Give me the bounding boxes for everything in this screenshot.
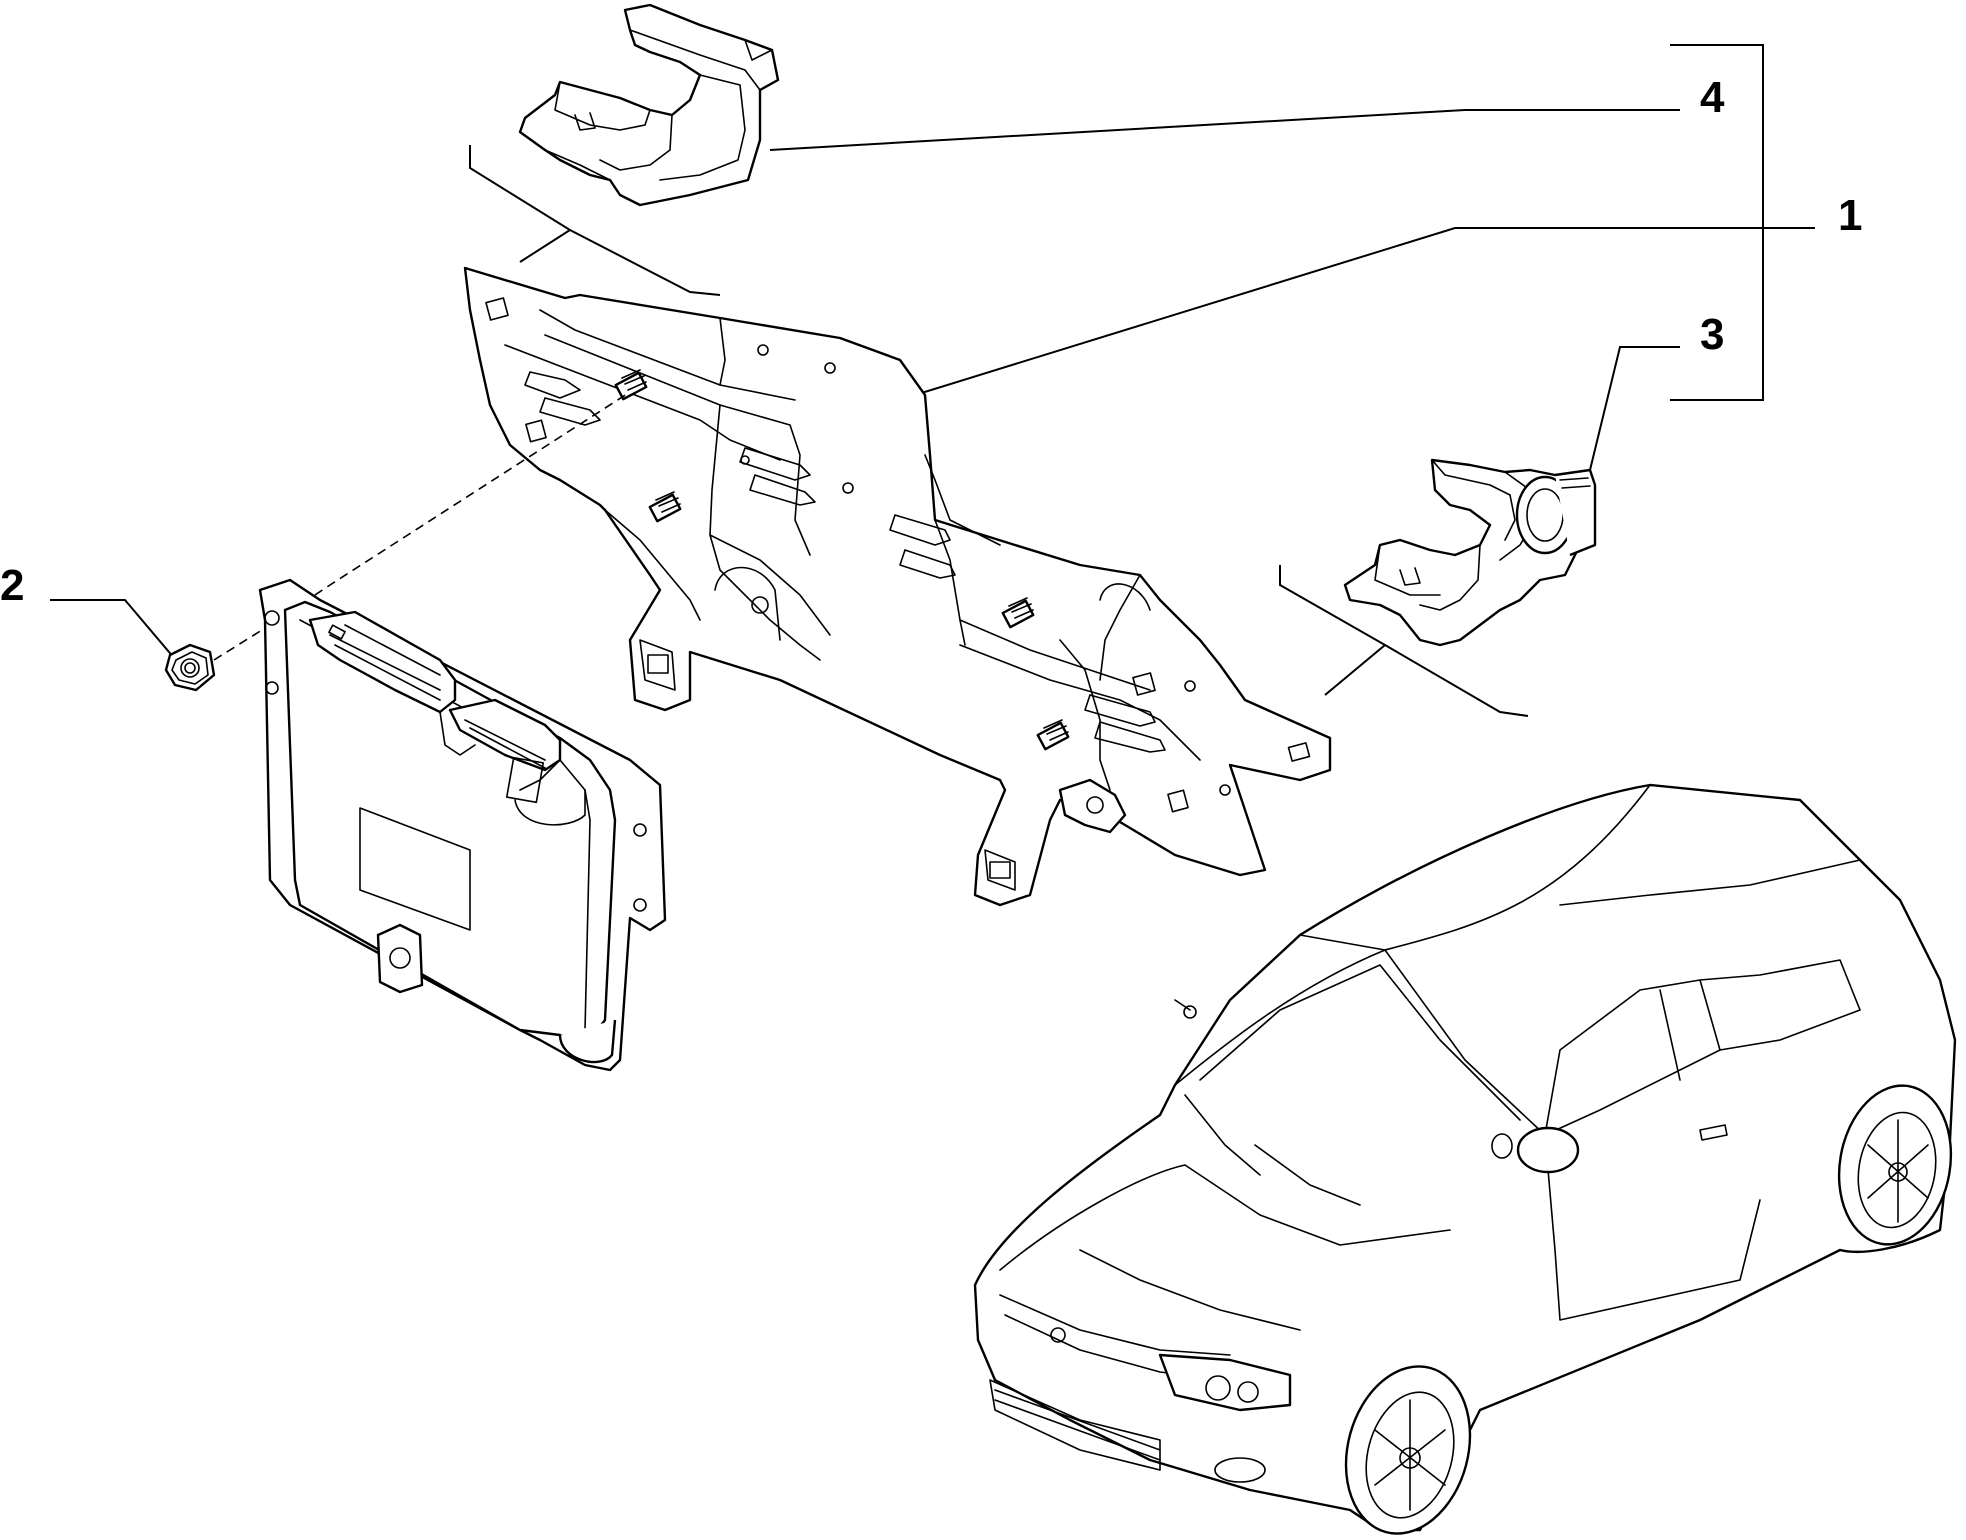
assembly-direction-marker-right-2 (1384, 644, 1529, 717)
leader-4 (769, 109, 1680, 151)
stud (1001, 597, 1035, 629)
leader-2 (50, 599, 181, 666)
leader-3 (1589, 346, 1680, 471)
stud (614, 369, 648, 401)
stud (1036, 719, 1070, 751)
assembly-axis (213, 391, 631, 661)
callout-numbers: 4 1 3 2 (0, 73, 1862, 610)
assembly-direction-marker-top-2 (569, 229, 721, 296)
bracket-drawing (463, 266, 1332, 907)
clip-drawing (518, 3, 780, 207)
nut-drawing (164, 643, 216, 692)
callout-label-2: 2 (0, 561, 24, 610)
clip-drawing (1343, 458, 1597, 647)
car-drawing (973, 783, 1957, 1535)
callout-label-3: 3 (1700, 310, 1724, 359)
callout-label-1: 1 (1838, 191, 1862, 240)
callout-label-4: 4 (1700, 73, 1725, 122)
group-bracket (1670, 44, 1764, 401)
assembly-direction-marker-right (1279, 565, 1387, 696)
leader-1 (914, 227, 1815, 396)
ecu-module-drawing (258, 578, 667, 1072)
assembly-direction-marker-top (469, 145, 572, 263)
stud (648, 491, 682, 523)
callout-leaders (50, 44, 1815, 717)
